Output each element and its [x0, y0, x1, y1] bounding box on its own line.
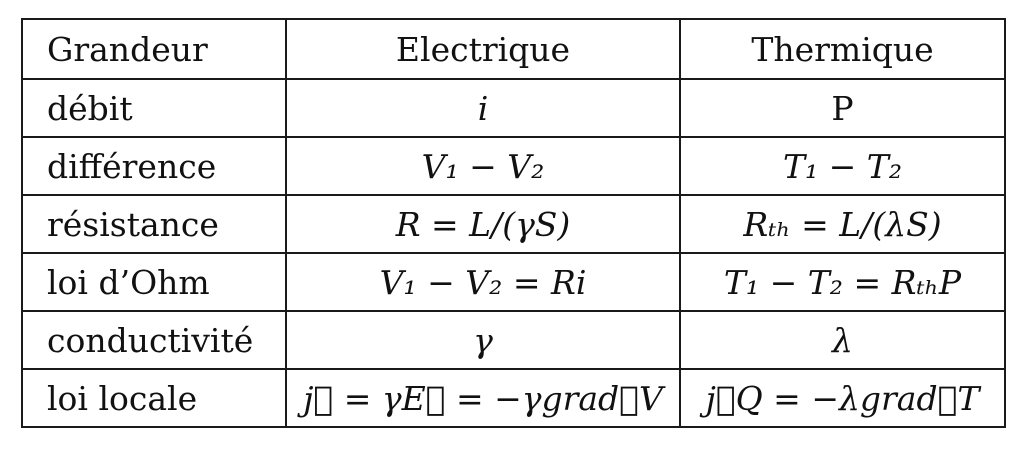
- thermique-cell: T₁ − T₂: [679, 136, 1006, 196]
- row-quantity: résistance: [21, 194, 287, 254]
- thermique-cell: P: [679, 78, 1006, 138]
- thermique-cell: T₁ − T₂ = RₜₕP: [679, 252, 1006, 312]
- table-row: conductivité γ λ: [21, 310, 1006, 370]
- header-thermique: Thermique: [679, 18, 1006, 80]
- thermique-cell: j⃗Q = −λgrad⃗T: [679, 368, 1006, 428]
- row-quantity: débit: [21, 78, 287, 138]
- header-electrique: Electrique: [285, 18, 681, 80]
- electrique-cell: R = L/(γS): [285, 194, 681, 254]
- header-grandeur: Grandeur: [21, 18, 287, 80]
- header-row: Grandeur Electrique Thermique: [21, 18, 1006, 80]
- electrique-cell: V₁ − V₂: [285, 136, 681, 196]
- table-row: débit i P: [21, 78, 1006, 138]
- row-quantity: loi locale: [21, 368, 287, 428]
- table-row: loi d’Ohm V₁ − V₂ = Ri T₁ − T₂ = RₜₕP: [21, 252, 1006, 312]
- thermique-cell: Rₜₕ = L/(λS): [679, 194, 1006, 254]
- electrique-cell: j⃗ = γE⃗ = −γgrad⃗V: [285, 368, 681, 428]
- electrique-cell: γ: [285, 310, 681, 370]
- electrique-cell: i: [285, 78, 681, 138]
- table-row: résistance R = L/(γS) Rₜₕ = L/(λS): [21, 194, 1006, 254]
- table-row: loi locale j⃗ = γE⃗ = −γgrad⃗V j⃗Q = −λg…: [21, 368, 1006, 428]
- analogy-table: Grandeur Electrique Thermique débit i P …: [21, 18, 1006, 428]
- row-quantity: différence: [21, 136, 287, 196]
- row-quantity: conductivité: [21, 310, 287, 370]
- thermique-cell: λ: [679, 310, 1006, 370]
- electrique-cell: V₁ − V₂ = Ri: [285, 252, 681, 312]
- table-row: différence V₁ − V₂ T₁ − T₂: [21, 136, 1006, 196]
- row-quantity: loi d’Ohm: [21, 252, 287, 312]
